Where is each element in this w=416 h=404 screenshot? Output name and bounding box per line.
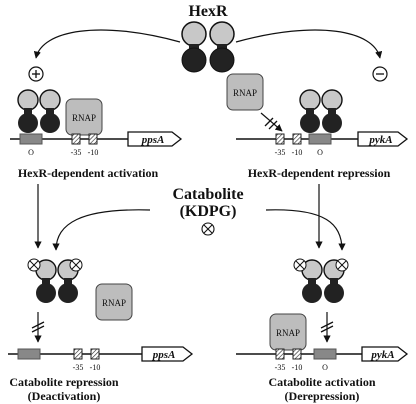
rnap-label: RNAP: [72, 113, 96, 123]
caption-repression: HexR-dependent repression: [248, 166, 391, 180]
kdpg-bound-icon: [27, 258, 41, 272]
arrow-catabolite-right: [265, 209, 346, 251]
panel-catabolite-repression: RNAP ppsA -35 -10 Catabolite repression …: [8, 258, 194, 403]
rnap-label: RNAP: [102, 298, 126, 308]
minus-symbol: [372, 66, 388, 82]
arrow-to-repression: [235, 29, 383, 59]
blocked-arrow: [260, 112, 283, 132]
minus35-label: -35: [275, 148, 286, 157]
promoter-35-box: [71, 133, 81, 145]
minus10-label: -10: [292, 148, 303, 157]
minus35-label: -35: [73, 363, 84, 372]
promoter-35-box: [275, 133, 285, 145]
gene-arrow: [361, 346, 409, 362]
hexr-kdpg-complex: [27, 258, 83, 303]
operator-label: O: [28, 148, 34, 157]
caption-activation: HexR-dependent activation: [18, 166, 159, 180]
block-tick: [31, 325, 45, 333]
block-tick: [264, 117, 274, 127]
operator-label: O: [317, 148, 323, 157]
caption-catabolite-repression: Catabolite repression: [9, 375, 119, 389]
gene-label: pykA: [370, 349, 394, 361]
minus10-label: -10: [88, 148, 99, 157]
hexr-dimer-bound: [299, 89, 343, 133]
panel-hexr-activation: RNAP ppsA O -35 -10 HexR-dependent activ…: [10, 89, 183, 180]
rnap-box: [65, 98, 103, 136]
block-tick: [320, 325, 334, 333]
hexr-dimer-bound: [17, 89, 61, 133]
promoter-10-box: [90, 348, 100, 360]
promoter-10-box: [88, 133, 98, 145]
operator-box: [308, 133, 332, 145]
catabolite-subtitle: (KDPG): [180, 203, 237, 220]
rnap-box: [269, 313, 307, 351]
plus-symbol: [28, 66, 44, 82]
rnap-label: RNAP: [276, 328, 300, 338]
promoter-10-box: [292, 348, 302, 360]
minus35-label: -35: [71, 148, 82, 157]
kdpg-bound-icon: [69, 258, 83, 272]
promoter-10-box: [292, 133, 302, 145]
minus35-label: -35: [275, 363, 286, 372]
rnap-label: RNAP: [233, 88, 257, 98]
rnap-box: [95, 283, 133, 321]
operator-box: [313, 348, 337, 360]
operator-box: [19, 133, 43, 145]
block-tick: [320, 321, 334, 329]
minus10-label: -10: [292, 363, 303, 372]
caption-deactivation: (Deactivation): [28, 389, 101, 403]
rnap-box: [226, 73, 264, 111]
kdpg-bound-icon: [293, 258, 307, 272]
hexr-dimer-free: [181, 21, 235, 73]
panel-catabolite-activation: RNAP pykA -35 -10 O Catabolite activatio…: [236, 258, 409, 403]
arrow-catabolite-left: [52, 209, 151, 251]
block-tick: [31, 321, 45, 329]
gene-arrow: [357, 131, 409, 147]
catabolite-symbol: [201, 222, 215, 236]
kdpg-bound-icon: [335, 258, 349, 272]
gene-arrow: [141, 346, 194, 362]
gene-label: ppsA: [141, 134, 165, 146]
gene-label: pykA: [368, 134, 392, 146]
promoter-35-box: [275, 348, 285, 360]
catabolite-title: Catabolite: [172, 186, 243, 203]
arrow-to-activation: [33, 29, 181, 59]
gene-arrow: [127, 131, 183, 147]
hexr-kdpg-complex: [293, 258, 349, 303]
block-tick: [268, 120, 278, 130]
caption-catabolite-activation: Catabolite activation: [269, 375, 376, 389]
gene-label: ppsA: [152, 349, 176, 361]
caption-derepression: (Derepression): [285, 389, 360, 403]
hexr-title: HexR: [188, 3, 228, 20]
panel-hexr-repression: RNAP pykA -35 -10 O HexR-dependent repre…: [226, 73, 409, 180]
promoter-35-box: [73, 348, 83, 360]
minus10-label: -10: [90, 363, 101, 372]
operator-box: [17, 348, 41, 360]
operator-label: O: [322, 363, 328, 372]
